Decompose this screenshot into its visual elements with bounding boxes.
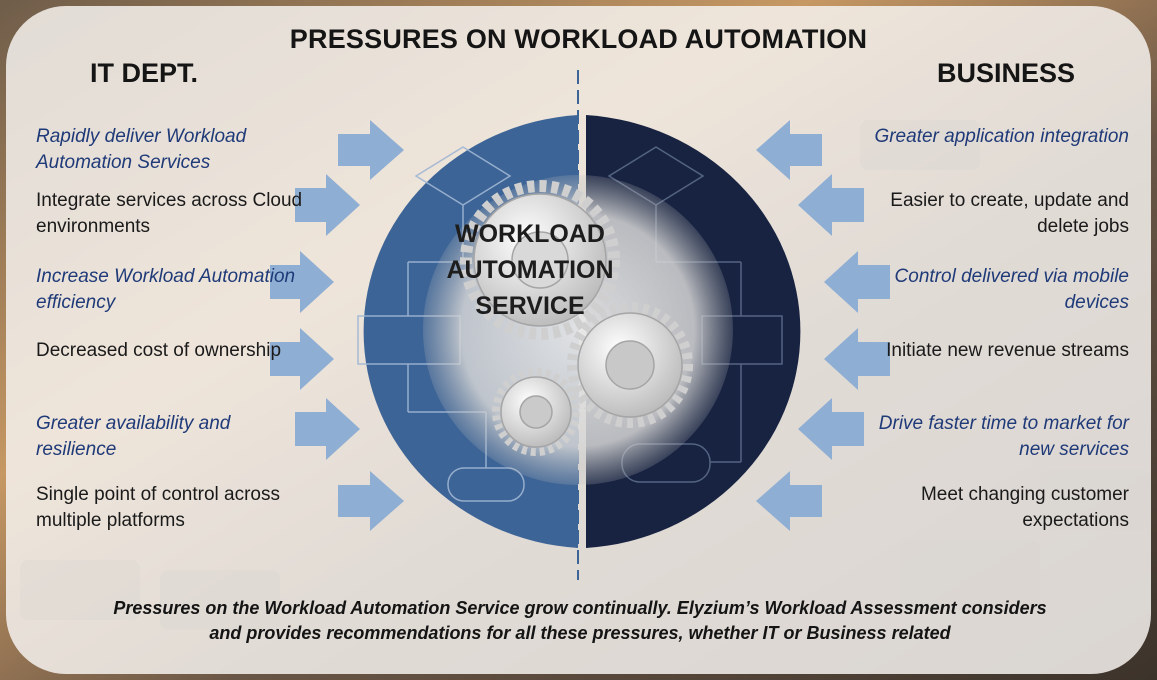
business-item-time-to-market: Drive faster time to market for new serv…	[878, 413, 1129, 460]
arrow-right-icon	[270, 120, 404, 531]
it-item-cost: Decreased cost of ownership	[36, 340, 282, 361]
business-heading: BUSINESS	[936, 58, 1075, 88]
footer-line2: and provides recommendations for all the…	[209, 623, 951, 643]
gear-icon	[460, 180, 620, 340]
footer-line1: Pressures on the Workload Automation Ser…	[113, 598, 1047, 618]
business-item-jobs: Easier to create, update and delete jobs	[890, 190, 1129, 237]
it-item-availability: Greater availability and resilience	[36, 413, 231, 460]
center-label-line3: SERVICE	[475, 292, 585, 320]
page-title: PRESSURES ON WORKLOAD AUTOMATION	[289, 24, 868, 54]
it-item-cloud-integration: Integrate services across Cloud environm…	[36, 190, 303, 237]
gear-icon	[492, 368, 580, 456]
footer-note: Pressures on the Workload Automation Ser…	[60, 596, 1100, 646]
gear-icon	[567, 302, 693, 428]
it-dept-heading: IT DEPT.	[90, 58, 199, 88]
center-label-line1: WORKLOAD	[455, 220, 605, 248]
center-label-line2: AUTOMATION	[446, 256, 614, 284]
business-item-revenue: Initiate new revenue streams	[886, 340, 1129, 361]
it-item-single-control: Single point of control across multiple …	[36, 484, 280, 531]
business-item-customer: Meet changing customer expectations	[920, 484, 1129, 531]
business-item-mobile: Control delivered via mobile devices	[894, 266, 1129, 313]
business-item-integration: Greater application integration	[874, 126, 1129, 147]
arrow-left-icon	[756, 120, 890, 531]
it-item-rapid-delivery: Rapidly deliver Workload Automation Serv…	[36, 126, 247, 173]
it-item-efficiency: Increase Workload Automation efficiency	[36, 266, 296, 313]
center-label: WORKLOAD AUTOMATION SERVICE	[440, 216, 620, 324]
